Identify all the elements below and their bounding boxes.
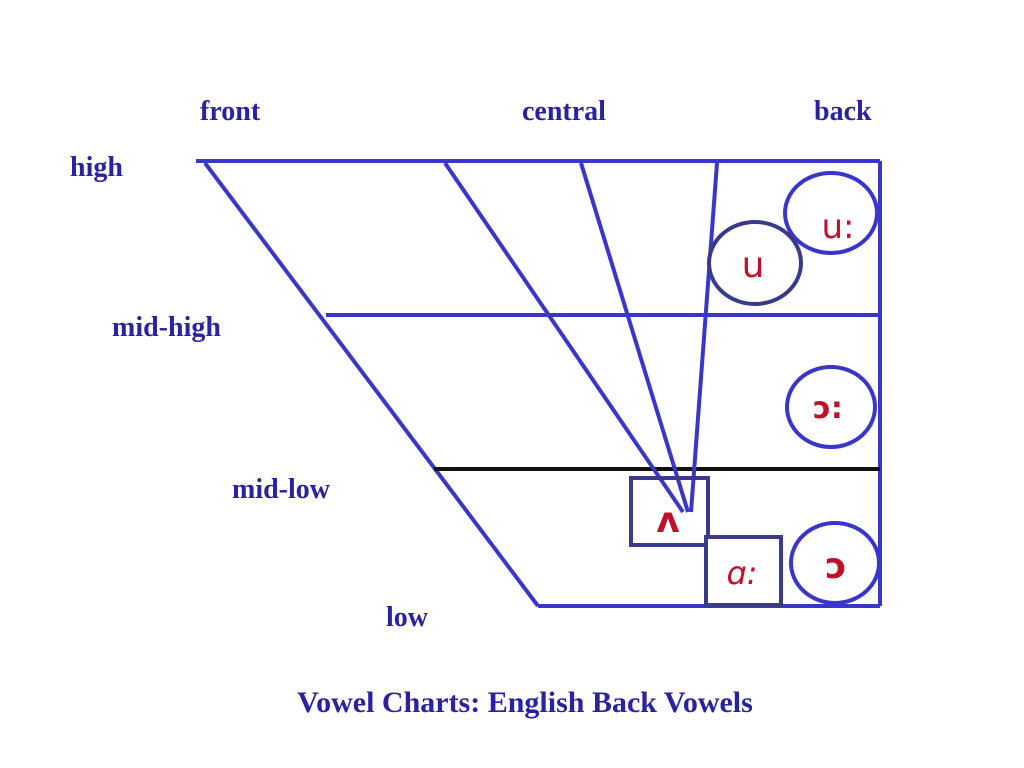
row-label-low: low <box>386 602 429 633</box>
chart-title: Vowel Charts: English Back Vowels <box>297 686 753 719</box>
guide-line-1 <box>443 161 685 514</box>
front-edge-line <box>203 161 540 608</box>
row-label-mid-low: mid-low <box>232 474 331 505</box>
vowel-box-wedge <box>629 476 710 547</box>
column-label-central: central <box>522 96 606 127</box>
vowel-open-o-long: ɔ: <box>813 391 843 426</box>
row-label-high: high <box>70 152 123 183</box>
vowel-circle-u-short <box>707 220 803 306</box>
vowel-box-a-long <box>704 535 783 607</box>
vowel-open-o-short: ɔ <box>825 546 846 587</box>
vowel-circle-open-o-short <box>789 521 881 605</box>
vowel-u-short: u <box>742 245 765 286</box>
column-label-front: front <box>200 96 261 127</box>
column-label-back: back <box>814 96 872 127</box>
guide-line-2 <box>579 162 690 513</box>
row-label-mid-high: mid-high <box>112 312 221 343</box>
vowel-circle-open-o-long <box>785 365 877 449</box>
vowel-u-long: u: <box>821 207 854 247</box>
guide-line-3 <box>689 162 719 513</box>
vowel-a-long: ɑ: <box>726 554 757 592</box>
vowel-wedge: ʌ <box>656 500 679 541</box>
vowel-circle-u-long <box>783 171 879 255</box>
